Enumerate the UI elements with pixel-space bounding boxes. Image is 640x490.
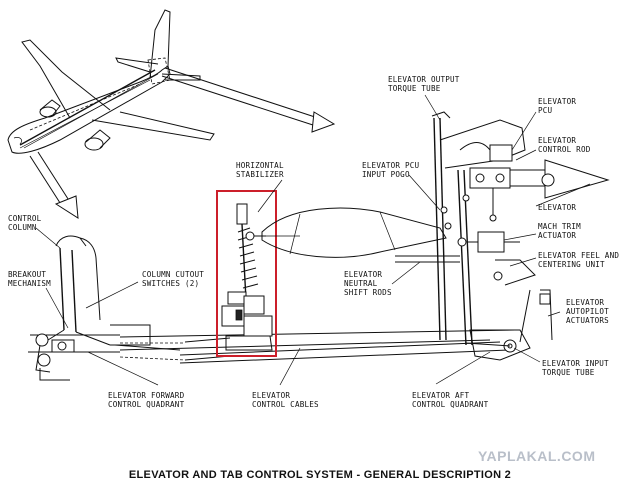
control-column	[28, 235, 181, 381]
label-line: ELEVATOR	[566, 298, 604, 307]
label-line: CONTROL CABLES	[252, 400, 319, 409]
label-breakout-mechanism: BREAKOUT MECHANISM	[8, 270, 51, 288]
label-line: INPUT POGO	[362, 170, 410, 179]
label-line: ELEVATOR	[538, 97, 576, 106]
label-line: PCU	[538, 106, 553, 115]
label-line: ELEVATOR FEEL AND	[538, 251, 619, 260]
label-line: CONTROL ROD	[538, 145, 591, 154]
watermark: YAPLAKAL.COM	[478, 448, 596, 464]
label-control-cables: ELEVATOR CONTROL CABLES	[252, 391, 319, 409]
label-output-torque-tube: ELEVATOR OUTPUT TORQUE TUBE	[388, 75, 460, 93]
elevator-control-cables	[119, 329, 516, 364]
label-line: SHIFT RODS	[344, 288, 392, 297]
label-pcu-input-pogo: ELEVATOR PCU INPUT POGO	[362, 161, 419, 179]
horizontal-stabilizer	[245, 207, 447, 258]
label-autopilot-actuators: ELEVATOR AUTOPILOT ACTUATORS	[566, 298, 609, 325]
label-line: ACTUATORS	[566, 316, 609, 325]
leader-lines	[35, 94, 591, 386]
airplane-illustration	[7, 9, 215, 154]
label-column-cutout-switches: COLUMN CUTOUT SWITCHES (2)	[142, 270, 204, 288]
label-line: COLUMN	[8, 223, 37, 232]
label-line: ELEVATOR	[344, 270, 382, 279]
label-line: CONTROL QUADRANT	[412, 400, 489, 409]
label-control-column: CONTROL COLUMN	[8, 214, 42, 232]
label-neutral-shift-rods: ELEVATOR NEUTRAL SHIFT RODS	[344, 270, 392, 297]
label-line: STABILIZER	[236, 170, 284, 179]
label-line: TORQUE TUBE	[388, 84, 441, 93]
label-mach-trim-actuator: MACH TRIM ACTUATOR	[538, 222, 581, 240]
label-line: MACH TRIM	[538, 222, 581, 231]
label-line: CENTERING UNIT	[538, 260, 605, 269]
label-line: CONTROL	[8, 214, 42, 223]
label-elevator-pcu: ELEVATOR PCU	[538, 97, 576, 115]
label-line: ACTUATOR	[538, 231, 576, 240]
label-line: HORIZONTAL	[236, 161, 284, 170]
label-line: ELEVATOR	[252, 391, 290, 400]
label-input-torque-tube: ELEVATOR INPUT TORQUE TUBE	[542, 359, 609, 377]
label-line: AUTOPILOT	[566, 307, 609, 316]
label-line: ELEVATOR OUTPUT	[388, 75, 460, 84]
label-line: NEUTRAL	[344, 279, 378, 288]
label-elevator: ELEVATOR	[538, 203, 576, 212]
label-control-rod: ELEVATOR CONTROL ROD	[538, 136, 591, 154]
stabilizer-jackscrew	[221, 203, 273, 351]
label-line: ELEVATOR FORWARD	[108, 391, 185, 400]
figure-caption: ELEVATOR AND TAB CONTROL SYSTEM - GENERA…	[128, 469, 512, 481]
highlight-box	[216, 190, 277, 357]
label-horizontal-stabilizer: HORIZONTAL STABILIZER	[236, 161, 284, 179]
label-line: ELEVATOR INPUT	[542, 359, 609, 368]
label-forward-quadrant: ELEVATOR FORWARD CONTROL QUADRANT	[108, 391, 185, 409]
label-aft-quadrant: ELEVATOR AFT CONTROL QUADRANT	[412, 391, 489, 409]
label-line: ELEVATOR	[538, 136, 576, 145]
label-line: SWITCHES (2)	[142, 279, 199, 288]
label-line: MECHANISM	[8, 279, 51, 288]
label-line: CONTROL QUADRANT	[108, 400, 185, 409]
label-line: TORQUE TUBE	[542, 368, 595, 377]
label-line: COLUMN CUTOUT	[142, 270, 204, 279]
label-line: BREAKOUT	[8, 270, 46, 279]
label-line: ELEVATOR AFT	[412, 391, 469, 400]
label-line: ELEVATOR	[538, 203, 576, 212]
callout-arrows	[29, 67, 336, 219]
label-line: ELEVATOR PCU	[362, 161, 419, 170]
tail-control-mechanism	[395, 111, 610, 361]
label-feel-centering-unit: ELEVATOR FEEL AND CENTERING UNIT	[538, 251, 619, 269]
